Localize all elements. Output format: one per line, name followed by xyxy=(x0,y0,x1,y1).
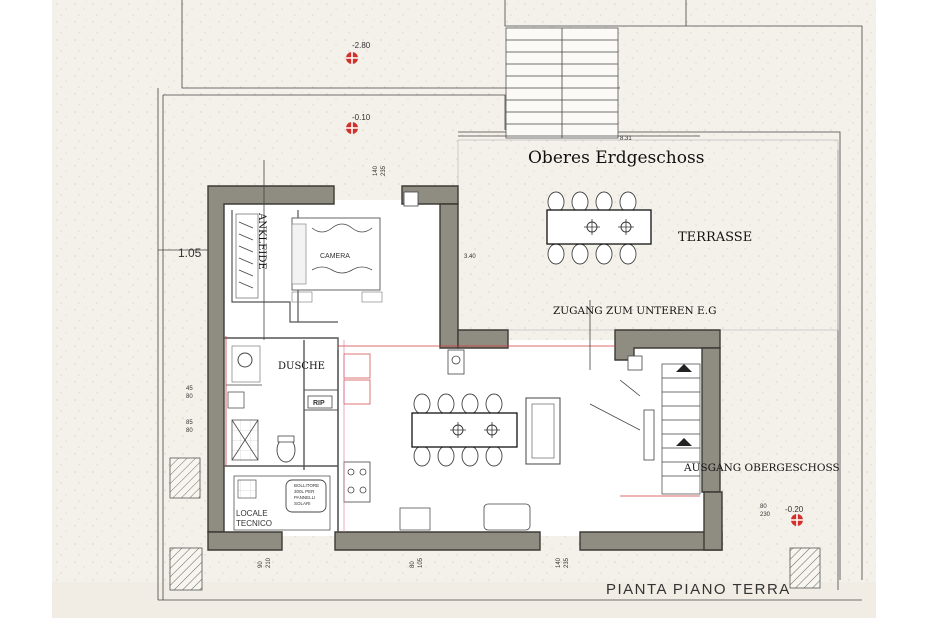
dim-terrace-depth: 3.40 xyxy=(464,254,476,260)
service-lines xyxy=(225,336,700,532)
dim-bottom-b-2: 105 xyxy=(418,557,424,568)
elevation-upper-text: -0.10 xyxy=(352,113,371,122)
dim-left-b-2: 80 xyxy=(186,428,193,434)
kitchen-unit xyxy=(343,353,531,531)
dim-bottom-c-2: 235 xyxy=(564,557,570,568)
dim-bottom-a-1: 90 xyxy=(258,561,264,568)
technical-room xyxy=(233,475,331,531)
walls xyxy=(207,185,723,551)
label-ausgang: AUSGANG OBERGESCHOSS xyxy=(683,462,840,474)
elevation-top-text: -2.80 xyxy=(352,41,371,50)
boiler-label-4: SOLARI xyxy=(294,501,311,506)
internal-stair xyxy=(661,363,701,495)
room-label-tecnico: TECNICO xyxy=(236,519,272,528)
label-terrasse: TERRASSE xyxy=(678,230,752,245)
boiler-label-3: PANNELLI xyxy=(294,495,315,500)
label-ankleide: ANKLEIDE xyxy=(256,212,267,270)
left-annex xyxy=(169,457,201,499)
elevation-marker-top: -2.80 xyxy=(346,41,371,64)
page-title: Oberes Erdgeschoss xyxy=(528,148,704,168)
dim-left-a-2: 80 xyxy=(186,394,193,400)
boiler-label-1: BOLLITORE xyxy=(294,483,319,488)
bottom-annex-left xyxy=(169,547,203,591)
dim-left-b-1: 85 xyxy=(186,420,193,426)
external-stair xyxy=(505,27,619,139)
bathroom-fixtures xyxy=(226,345,333,463)
elevation-marker-right: -0.20 xyxy=(785,505,804,526)
dim-bottom-b-1: 80 xyxy=(410,561,416,568)
terrace-table xyxy=(546,191,652,265)
room-label-camera: CAMERA xyxy=(320,253,350,260)
dim-window-top-2: 235 xyxy=(381,165,387,176)
dining-table xyxy=(411,393,518,467)
dim-left-width: 1.05 xyxy=(178,246,202,260)
label-zugang: ZUGANG ZUM UNTEREN E.G xyxy=(553,305,716,317)
dim-window-top-1: 140 xyxy=(373,165,379,176)
room-label-locale: LOCALE xyxy=(236,509,268,518)
site-boundary xyxy=(157,0,863,601)
dim-right-1: 80 xyxy=(760,504,767,510)
elevation-right-text: -0.20 xyxy=(785,505,804,514)
bed xyxy=(291,217,383,303)
dim-terrace-width: 8.31 xyxy=(620,136,632,142)
elevation-marker-upper: -0.10 xyxy=(346,113,371,134)
wardrobe xyxy=(235,213,259,299)
dim-right-2: 230 xyxy=(760,512,771,518)
room-label-rip: RIP xyxy=(313,400,325,407)
label-dusche: DUSCHE xyxy=(278,361,325,372)
dim-bottom-c-1: 140 xyxy=(556,557,562,568)
bottom-annex-right xyxy=(789,547,821,589)
sofa xyxy=(525,397,655,465)
dim-left-a-1: 45 xyxy=(186,386,193,392)
dim-bottom-a-2: 210 xyxy=(266,557,272,568)
pillars xyxy=(403,191,643,375)
plan-title: PIANTA PIANO TERRA xyxy=(606,581,791,598)
boiler-label-2: 300L PER xyxy=(294,489,315,494)
